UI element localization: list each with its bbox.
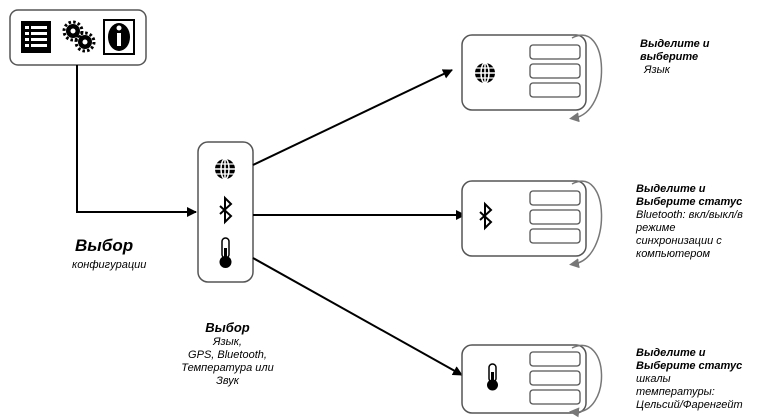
- caption-desc-line: компьютером: [636, 248, 711, 260]
- caption-title-line: Выделите и: [636, 183, 706, 195]
- arrow-to-language-menu: [252, 69, 453, 166]
- caption-title-line: Выделите и: [636, 347, 706, 359]
- info-icon: [103, 19, 135, 55]
- connector-toolbar-to-selection: [76, 65, 197, 217]
- bluetooth-icon: [479, 201, 493, 231]
- language-menu-caption: Выделите и выберите Язык: [640, 38, 770, 77]
- thermometer-icon: [487, 363, 498, 391]
- select-config-subtitle: конфигурации: [72, 259, 147, 271]
- scroll-loop-arrow: [569, 34, 603, 123]
- caption-desc-line: синхронизации с: [636, 235, 722, 247]
- bluetooth-menu-panel: [461, 180, 603, 269]
- temperature-menu-caption: Выделите и Выберите статус шкалы темпера…: [636, 347, 772, 412]
- bluetooth-icon: [219, 195, 233, 225]
- selection-box: [197, 141, 254, 283]
- caption-title-line: Выберите статус: [636, 196, 743, 208]
- select-items-title: Выбор: [205, 320, 250, 335]
- caption-desc-line: шкалы: [636, 373, 671, 385]
- menu-option-2: [529, 209, 581, 225]
- settings-gears-icon: [62, 20, 96, 53]
- caption-desc-line: Язык: [644, 64, 670, 76]
- main-menu-toolbar: [9, 9, 147, 66]
- language-menu-panel: [461, 34, 603, 123]
- menu-option-3: [529, 389, 581, 405]
- temperature-menu-panel: [461, 344, 603, 418]
- select-item: GPS, Bluetooth,: [188, 349, 267, 361]
- caption-title-line: Выделите и: [640, 38, 710, 50]
- menu-option-3: [529, 82, 581, 98]
- menu-option-3: [529, 228, 581, 244]
- globe-icon: [475, 62, 495, 84]
- caption-desc-line: Bluetooth: вкл/выкл/в: [636, 209, 743, 221]
- menu-option-1: [529, 44, 581, 60]
- caption-desc-line: Цельсий/Фаренгейт: [636, 399, 743, 411]
- select-items-list: Язык, GPS, Bluetooth, Температура или Зв…: [150, 336, 305, 388]
- select-config-title: Выбор: [75, 236, 134, 255]
- thermometer-icon: [219, 237, 232, 268]
- menu-option-2: [529, 370, 581, 386]
- select-item: Температура или: [181, 362, 274, 374]
- bluetooth-menu-caption: Выделите и Выберите статус Bluetooth: вк…: [636, 183, 772, 261]
- caption-title-line: выберите: [640, 51, 699, 63]
- scroll-loop-arrow: [569, 344, 603, 418]
- menu-option-2: [529, 63, 581, 79]
- menu-option-1: [529, 190, 581, 206]
- select-item: Звук: [216, 375, 239, 387]
- select-item: Язык,: [213, 336, 242, 348]
- arrow-to-temperature-menu: [252, 257, 463, 376]
- menu-option-1: [529, 351, 581, 367]
- caption-title-line: Выберите статус: [636, 360, 743, 372]
- globe-icon: [215, 158, 235, 180]
- caption-desc-line: температуры:: [636, 386, 715, 398]
- list-icon: [21, 21, 51, 53]
- caption-desc-line: режиме: [636, 222, 676, 234]
- scroll-loop-arrow: [569, 180, 603, 269]
